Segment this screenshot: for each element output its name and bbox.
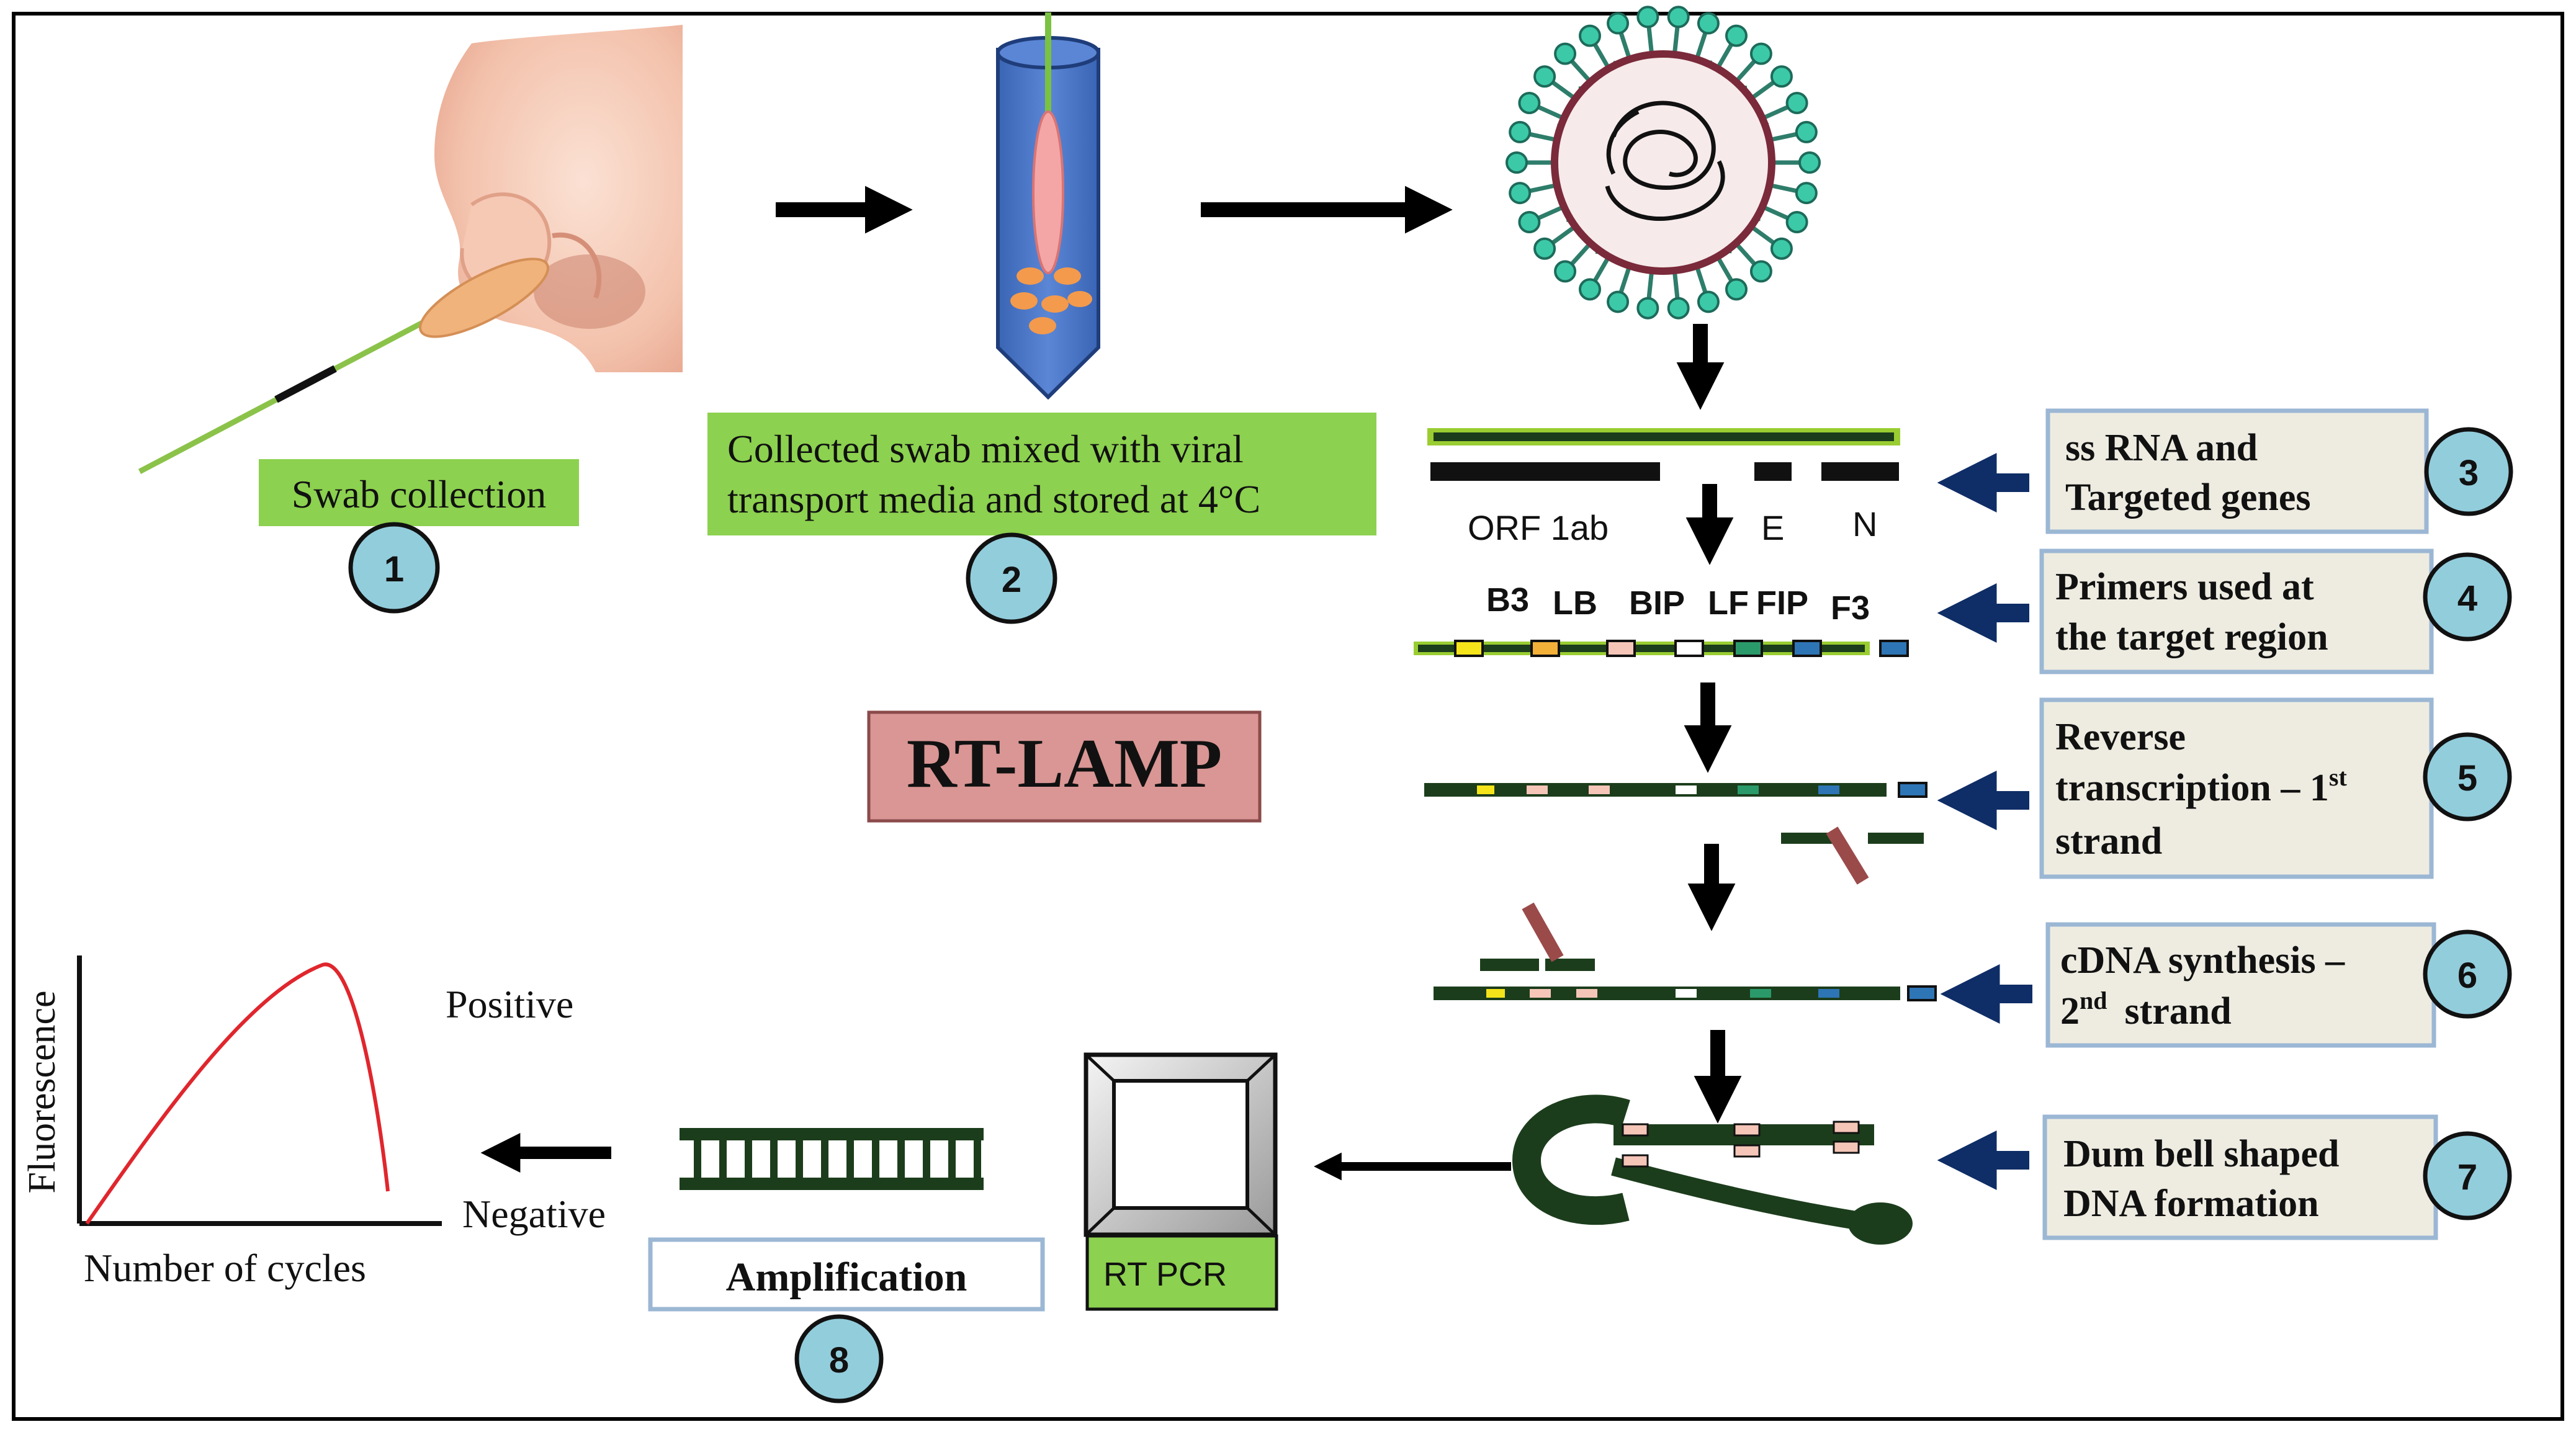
primer-label-f3: F3: [1831, 589, 1870, 627]
positive-label: Positive: [446, 982, 573, 1026]
step-2-badge: 2: [966, 532, 1057, 624]
positive-curve: [85, 962, 390, 1225]
amplification-label: Amplification: [648, 1237, 1045, 1312]
svg-text:Swab collection: Swab collection: [292, 472, 547, 516]
svg-text:1: 1: [384, 549, 404, 589]
primer-label-b3: B3: [1486, 581, 1529, 619]
svg-text:RT PCR: RT PCR: [1103, 1256, 1227, 1293]
gene-n-bar: [1821, 462, 1899, 481]
svg-text:6: 6: [2457, 955, 2477, 996]
vtm-label: Collected swab mixed with viral transpor…: [707, 413, 1376, 535]
gene-e-bar: [1754, 462, 1792, 481]
svg-text:cDNA synthesis –: cDNA synthesis –: [2060, 939, 2345, 982]
svg-text:3: 3: [2459, 453, 2479, 493]
rt-lamp-title: RT-LAMP: [867, 710, 1262, 823]
step-4-box: Primers used at the target region: [2039, 548, 2434, 674]
gene-e-label: E: [1761, 508, 1784, 547]
gene-orf1ab-label: ORF 1ab: [1468, 508, 1609, 547]
svg-text:8: 8: [829, 1340, 849, 1381]
svg-text:Targeted genes: Targeted genes: [2065, 477, 2311, 519]
step-6-badge: 6: [2423, 929, 2512, 1019]
primer-label-bip: BIP: [1629, 584, 1685, 622]
amplified-dna-ladder: [680, 1128, 984, 1190]
dumbbell-dna: [1512, 1094, 1913, 1245]
virus-illustration: [1506, 6, 1821, 320]
step-3-badge: 3: [2424, 427, 2513, 516]
svg-text:transcription – 1st: transcription – 1st: [2055, 763, 2347, 809]
svg-text:Amplification: Amplification: [726, 1255, 967, 1300]
svg-text:ss RNA and: ss RNA and: [2065, 427, 2258, 469]
svg-text:Primers used at: Primers used at: [2055, 566, 2314, 608]
step-1-badge: 1: [348, 522, 440, 614]
svg-text:strand: strand: [2055, 820, 2162, 862]
rt-pcr-label: RT PCR: [1085, 1234, 1278, 1311]
primer-label-fip: FIP: [1756, 584, 1808, 622]
svg-text:Reverse: Reverse: [2055, 716, 2186, 758]
step-7-badge: 7: [2423, 1131, 2512, 1220]
svg-text:RT-LAMP: RT-LAMP: [907, 725, 1222, 802]
svg-text:Dum bell shaped: Dum bell shaped: [2063, 1133, 2339, 1175]
svg-text:the target region: the target region: [2055, 616, 2328, 658]
swab-illustration: [138, 257, 549, 474]
svg-text:Collected swab mixed with vira: Collected swab mixed with viral: [727, 427, 1244, 471]
svg-text:5: 5: [2457, 758, 2477, 799]
graph-y-label: Fluorescence: [21, 990, 63, 1193]
svg-text:7: 7: [2457, 1157, 2477, 1197]
step-3-box: ss RNA and Targeted genes: [2045, 408, 2429, 534]
gene-n-label: N: [1852, 504, 1877, 544]
rna-strand: [1427, 428, 1900, 445]
step-5-badge: 5: [2423, 732, 2512, 821]
primer-label-lb: LB: [1553, 584, 1597, 622]
cdna-strand: [1434, 902, 1937, 1001]
fluorescence-graph: Fluorescence Number of cycles Positive N…: [21, 955, 606, 1290]
primer-strand: [1414, 640, 1909, 657]
svg-text:4: 4: [2457, 578, 2477, 619]
step-8-badge: 8: [794, 1314, 884, 1403]
vtm-tube-illustration: [996, 12, 1100, 400]
svg-text:transport media and stored at: transport media and stored at 4°C: [727, 477, 1260, 521]
step-5-box: Reverse transcription – 1st strand: [2039, 697, 2434, 879]
svg-text:2: 2: [1002, 560, 1021, 600]
svg-text:DNA formation: DNA formation: [2063, 1183, 2319, 1225]
primer-label-lf: LF: [1708, 584, 1749, 622]
swab-collection-label: Swab collection: [259, 459, 579, 526]
step-7-box: Dum bell shaped DNA formation: [2042, 1114, 2438, 1240]
step-4-badge: 4: [2423, 552, 2512, 642]
gene-orf1ab-bar: [1430, 462, 1660, 481]
negative-label: Negative: [462, 1192, 606, 1236]
graph-x-label: Number of cycles: [84, 1246, 366, 1290]
rt-strand: [1424, 782, 1928, 885]
rt-pcr-instrument: [1084, 1052, 1278, 1237]
